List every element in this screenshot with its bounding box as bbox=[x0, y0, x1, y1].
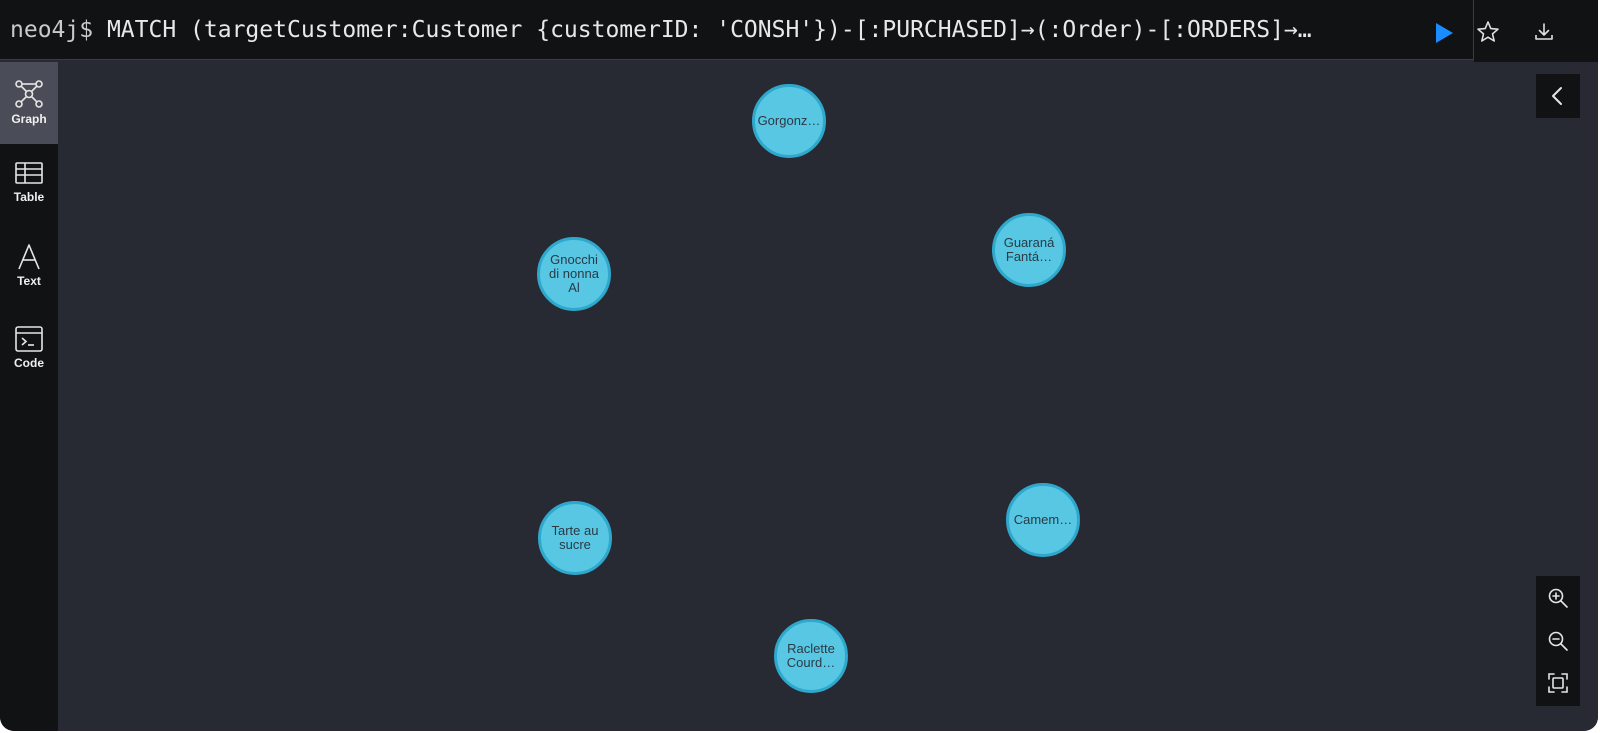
zoom-in-button[interactable] bbox=[1546, 586, 1570, 610]
code-view-button[interactable]: Code bbox=[0, 308, 58, 390]
node-label: Tarte au sucre bbox=[551, 523, 599, 552]
zoom-in-icon bbox=[1548, 588, 1568, 608]
node-label: Raclette Courd… bbox=[786, 641, 836, 670]
graph-node[interactable]: Raclette Courd… bbox=[774, 619, 848, 693]
node-label: Gnocchi di nonna Al bbox=[549, 252, 599, 295]
table-icon bbox=[15, 162, 43, 184]
table-view-label: Table bbox=[13, 190, 45, 204]
node-label: Camem… bbox=[1013, 512, 1073, 527]
graph-icon bbox=[15, 80, 43, 108]
graph-view-label: Graph bbox=[11, 112, 47, 126]
view-sidebar: Graph Table Text bbox=[0, 62, 58, 731]
fit-screen-icon bbox=[1548, 673, 1568, 693]
zoom-out-icon bbox=[1548, 631, 1568, 651]
query-text: MATCH (targetCustomer:Customer {customer… bbox=[106, 17, 1312, 43]
table-view-button[interactable]: Table bbox=[0, 144, 58, 226]
query-prompt: neo4j$ bbox=[10, 17, 94, 43]
collapse-panel-button[interactable] bbox=[1536, 74, 1580, 118]
query-bar[interactable]: neo4j$ MATCH (targetCustomer:Customer {c… bbox=[0, 0, 1474, 60]
query-editor[interactable]: neo4j$ MATCH (targetCustomer:Customer {c… bbox=[10, 14, 1410, 46]
zoom-out-button[interactable] bbox=[1546, 629, 1570, 653]
zoom-controls bbox=[1536, 576, 1580, 706]
graph-node[interactable]: Tarte au sucre bbox=[538, 501, 612, 575]
graph-node[interactable]: Camem… bbox=[1006, 483, 1080, 557]
result-toolbar bbox=[1474, 0, 1598, 62]
graph-view-button[interactable]: Graph bbox=[0, 62, 58, 144]
graph-canvas[interactable]: Gorgonz… Guaraná Fantá… Gnocchi di nonna… bbox=[58, 62, 1598, 731]
download-button[interactable] bbox=[1530, 18, 1558, 46]
node-label: Guaraná Fantá… bbox=[1003, 235, 1055, 264]
fit-to-screen-button[interactable] bbox=[1546, 671, 1570, 695]
download-icon bbox=[1535, 23, 1553, 40]
favorite-button[interactable] bbox=[1474, 18, 1502, 46]
graph-node[interactable]: Gnocchi di nonna Al bbox=[537, 237, 611, 311]
text-icon bbox=[18, 244, 40, 270]
run-button[interactable] bbox=[1428, 18, 1458, 48]
text-view-button[interactable]: Text bbox=[0, 226, 58, 308]
star-icon bbox=[1477, 21, 1499, 42]
play-icon bbox=[1436, 23, 1453, 43]
graph-node[interactable]: Gorgonz… bbox=[752, 84, 826, 158]
code-icon bbox=[15, 326, 43, 352]
text-view-label: Text bbox=[17, 274, 41, 288]
code-view-label: Code bbox=[14, 356, 44, 370]
graph-node[interactable]: Guaraná Fantá… bbox=[992, 213, 1066, 287]
node-label: Gorgonz… bbox=[757, 113, 821, 128]
chevron-left-icon bbox=[1552, 87, 1562, 105]
